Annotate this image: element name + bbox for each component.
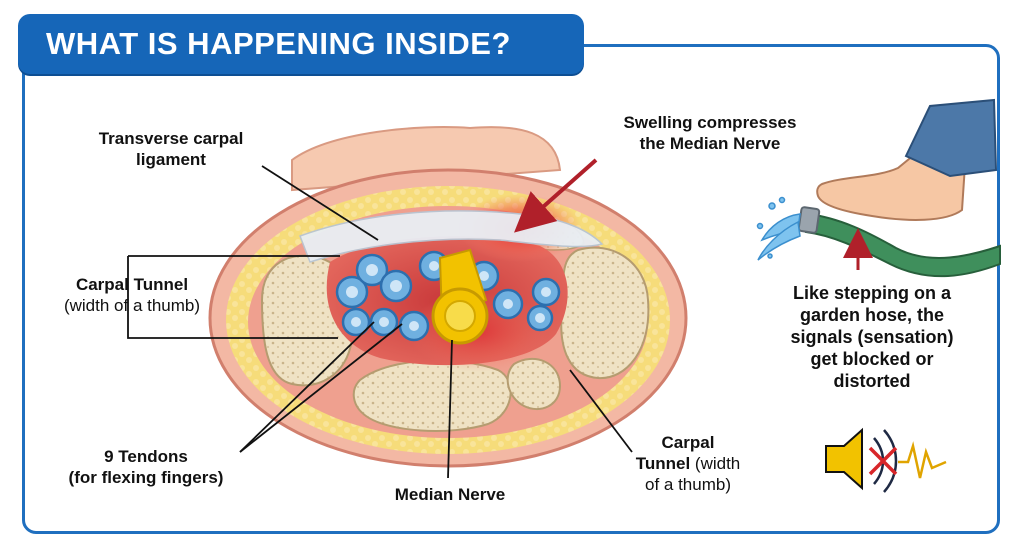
label-tunnel-right-line2-normal: (width — [690, 454, 741, 473]
label-ligament-line2: ligament — [136, 150, 206, 169]
leader-tendons-1 — [239, 321, 375, 453]
foot-icon — [816, 149, 968, 221]
leader-median-nerve — [447, 339, 453, 479]
label-swelling-line2: the Median Nerve — [639, 134, 781, 153]
label-tendons: 9 Tendons (for flexing fingers) — [40, 446, 252, 488]
label-median-nerve: Median Nerve — [368, 484, 532, 505]
label-tunnel-right-line2-bold: Tunnel — [635, 454, 691, 473]
garden-hose-scene — [756, 98, 1001, 278]
label-tendons-line1: 9 Tendons — [104, 447, 188, 466]
leader-ligament — [261, 165, 379, 241]
label-tendons-line2: (for flexing fingers) — [68, 468, 224, 487]
label-tunnel-right-line1: Carpal — [661, 433, 715, 452]
label-hose-line4: get blocked or — [810, 349, 934, 369]
signal-wave-icon — [898, 441, 947, 479]
label-hose-line1: Like stepping on a — [792, 283, 952, 303]
label-hose-line2: garden hose, the — [799, 305, 945, 325]
label-hose-line3: signals (sensation) — [790, 327, 954, 347]
swelling-arrow — [514, 158, 598, 233]
pant-leg — [904, 98, 998, 178]
speaker-muted-icon — [825, 427, 898, 493]
label-tunnel-left-line2: (width of a thumb) — [63, 296, 201, 315]
label-tunnel-left: Carpal Tunnel (width of a thumb) — [38, 274, 226, 316]
label-median-nerve-text: Median Nerve — [394, 485, 506, 504]
label-hose-line5: distorted — [833, 371, 911, 391]
water-spray-icon — [756, 196, 801, 261]
label-swelling: Swelling compresses the Median Nerve — [590, 112, 830, 154]
label-hose: Like stepping on a garden hose, the sign… — [772, 282, 972, 392]
bone-right — [560, 246, 650, 380]
page-title: WHAT IS HAPPENING INSIDE? — [46, 26, 511, 61]
label-swelling-line1: Swelling compresses — [623, 113, 797, 132]
label-tunnel-right: Carpal Tunnel (width of a thumb) — [608, 432, 768, 495]
title-banner: WHAT IS HAPPENING INSIDE? — [18, 14, 584, 74]
leader-tunnel-right — [569, 369, 633, 453]
label-ligament-line1: Transverse carpal — [98, 129, 244, 148]
bone-bottom-right — [506, 358, 562, 411]
label-tunnel-left-line1: Carpal Tunnel — [75, 275, 189, 294]
leader-tendons-2 — [239, 323, 403, 453]
label-tunnel-right-line3: of a thumb) — [645, 475, 731, 494]
label-ligament: Transverse carpal ligament — [76, 128, 266, 170]
garden-hose-icon — [804, 212, 1001, 278]
leader-tunnel-left-bracket — [127, 256, 338, 339]
